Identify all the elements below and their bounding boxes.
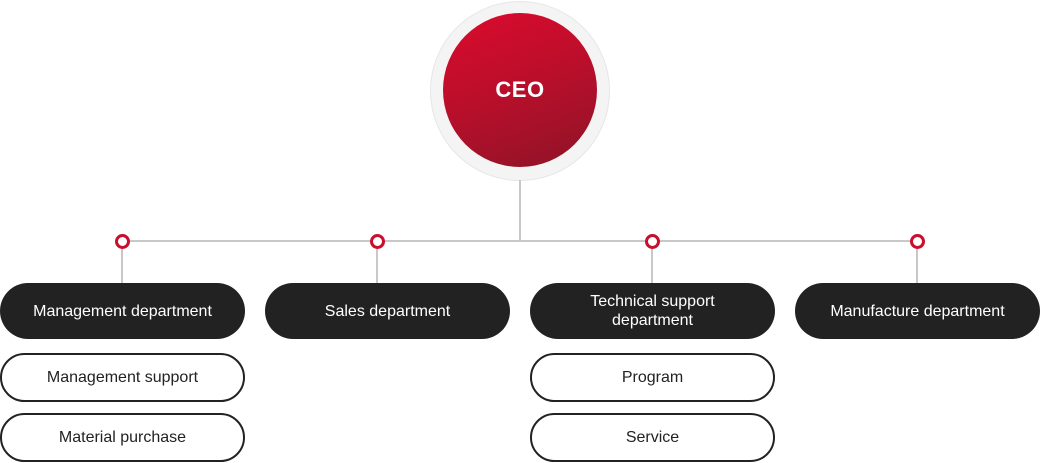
department-manufacture: Manufacture department [795, 283, 1040, 339]
drop-line-management [121, 241, 123, 283]
department-manufacture-label: Manufacture department [830, 302, 1005, 320]
unit-program-label: Program [621, 368, 684, 386]
department-technical-support: Technical support department [530, 283, 775, 339]
department-bus-line [122, 240, 918, 242]
unit-management-support: Management support [0, 353, 245, 402]
junction-dot-sales [370, 234, 385, 249]
drop-line-manufacture [916, 241, 918, 283]
junction-dot-management [115, 234, 130, 249]
drop-line-technical [651, 241, 653, 283]
unit-service-label: Service [625, 428, 680, 446]
unit-service: Service [530, 413, 775, 462]
department-management-label: Management department [33, 302, 212, 320]
unit-material-purchase-label: Material purchase [58, 428, 187, 446]
junction-dot-technical [645, 234, 660, 249]
unit-management-support-label: Management support [46, 368, 199, 386]
unit-program: Program [530, 353, 775, 402]
department-technical-support-label: Technical support department [590, 293, 715, 329]
unit-material-purchase: Material purchase [0, 413, 245, 462]
ceo-connector [519, 180, 521, 241]
department-sales: Sales department [265, 283, 510, 339]
ceo-node: CEO [443, 13, 597, 167]
ceo-label: CEO [495, 77, 545, 102]
department-sales-label: Sales department [324, 302, 451, 320]
department-management: Management department [0, 283, 245, 339]
junction-dot-manufacture [910, 234, 925, 249]
drop-line-sales [376, 241, 378, 283]
